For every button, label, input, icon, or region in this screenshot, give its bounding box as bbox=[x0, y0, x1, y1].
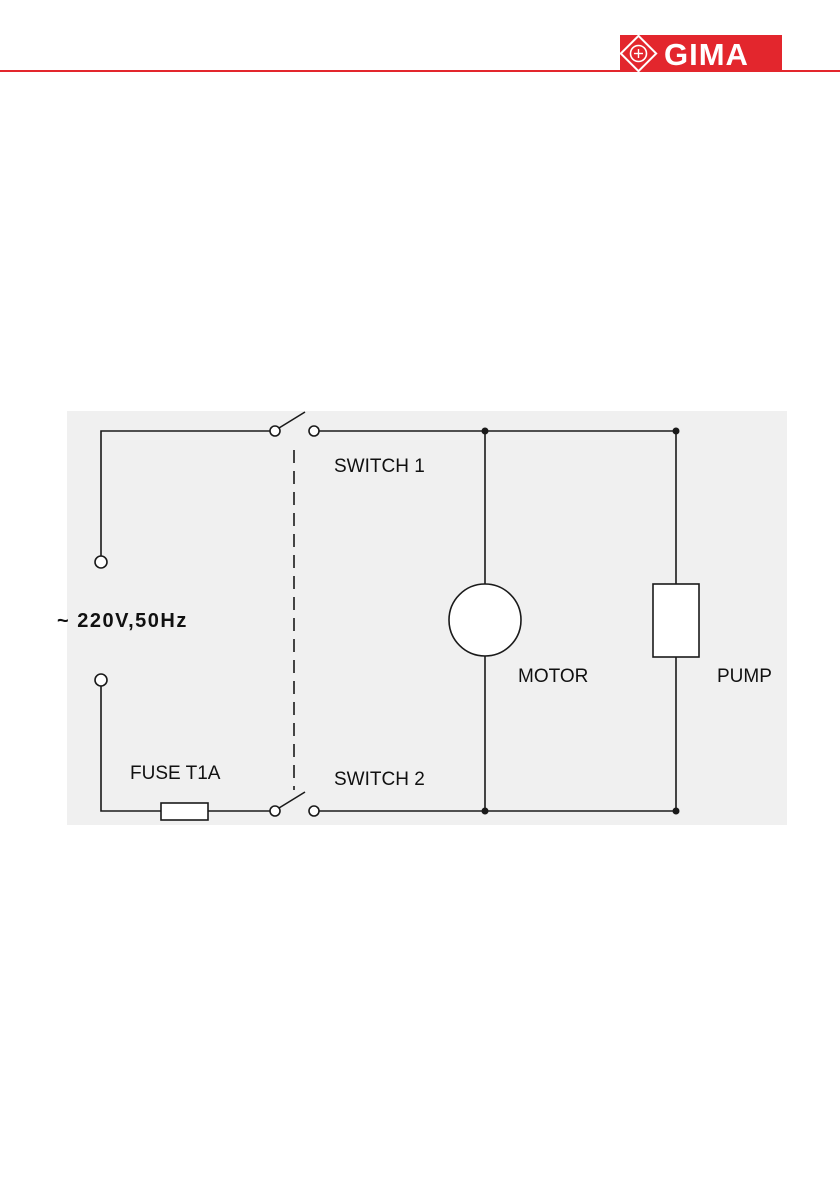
switch2-lever bbox=[279, 792, 305, 808]
junction-bottom-pump bbox=[673, 808, 680, 815]
switch2-label: SWITCH 2 bbox=[334, 769, 425, 790]
pump-symbol bbox=[653, 584, 699, 657]
top-left-wire bbox=[101, 431, 270, 556]
switch2-contact-right bbox=[309, 806, 319, 816]
fuse-label: FUSE T1A bbox=[130, 763, 221, 784]
switch1-contact-left bbox=[270, 426, 280, 436]
switch1-lever bbox=[279, 412, 305, 428]
switch1-label: SWITCH 1 bbox=[334, 456, 425, 477]
junction-top-pump bbox=[673, 428, 680, 435]
junction-bottom-motor bbox=[482, 808, 489, 815]
pump-label: PUMP bbox=[717, 666, 772, 687]
power-terminal-top bbox=[95, 556, 107, 568]
motor-symbol bbox=[449, 584, 521, 656]
power-terminal-bottom bbox=[95, 674, 107, 686]
motor-label: MOTOR bbox=[518, 666, 588, 687]
switch2-contact-left bbox=[270, 806, 280, 816]
bottom-left-wire bbox=[101, 685, 161, 811]
junction-top-motor bbox=[482, 428, 489, 435]
voltage-label: ~ 220V,50Hz bbox=[57, 610, 188, 632]
fuse-symbol bbox=[161, 803, 208, 820]
switch1-contact-right bbox=[309, 426, 319, 436]
